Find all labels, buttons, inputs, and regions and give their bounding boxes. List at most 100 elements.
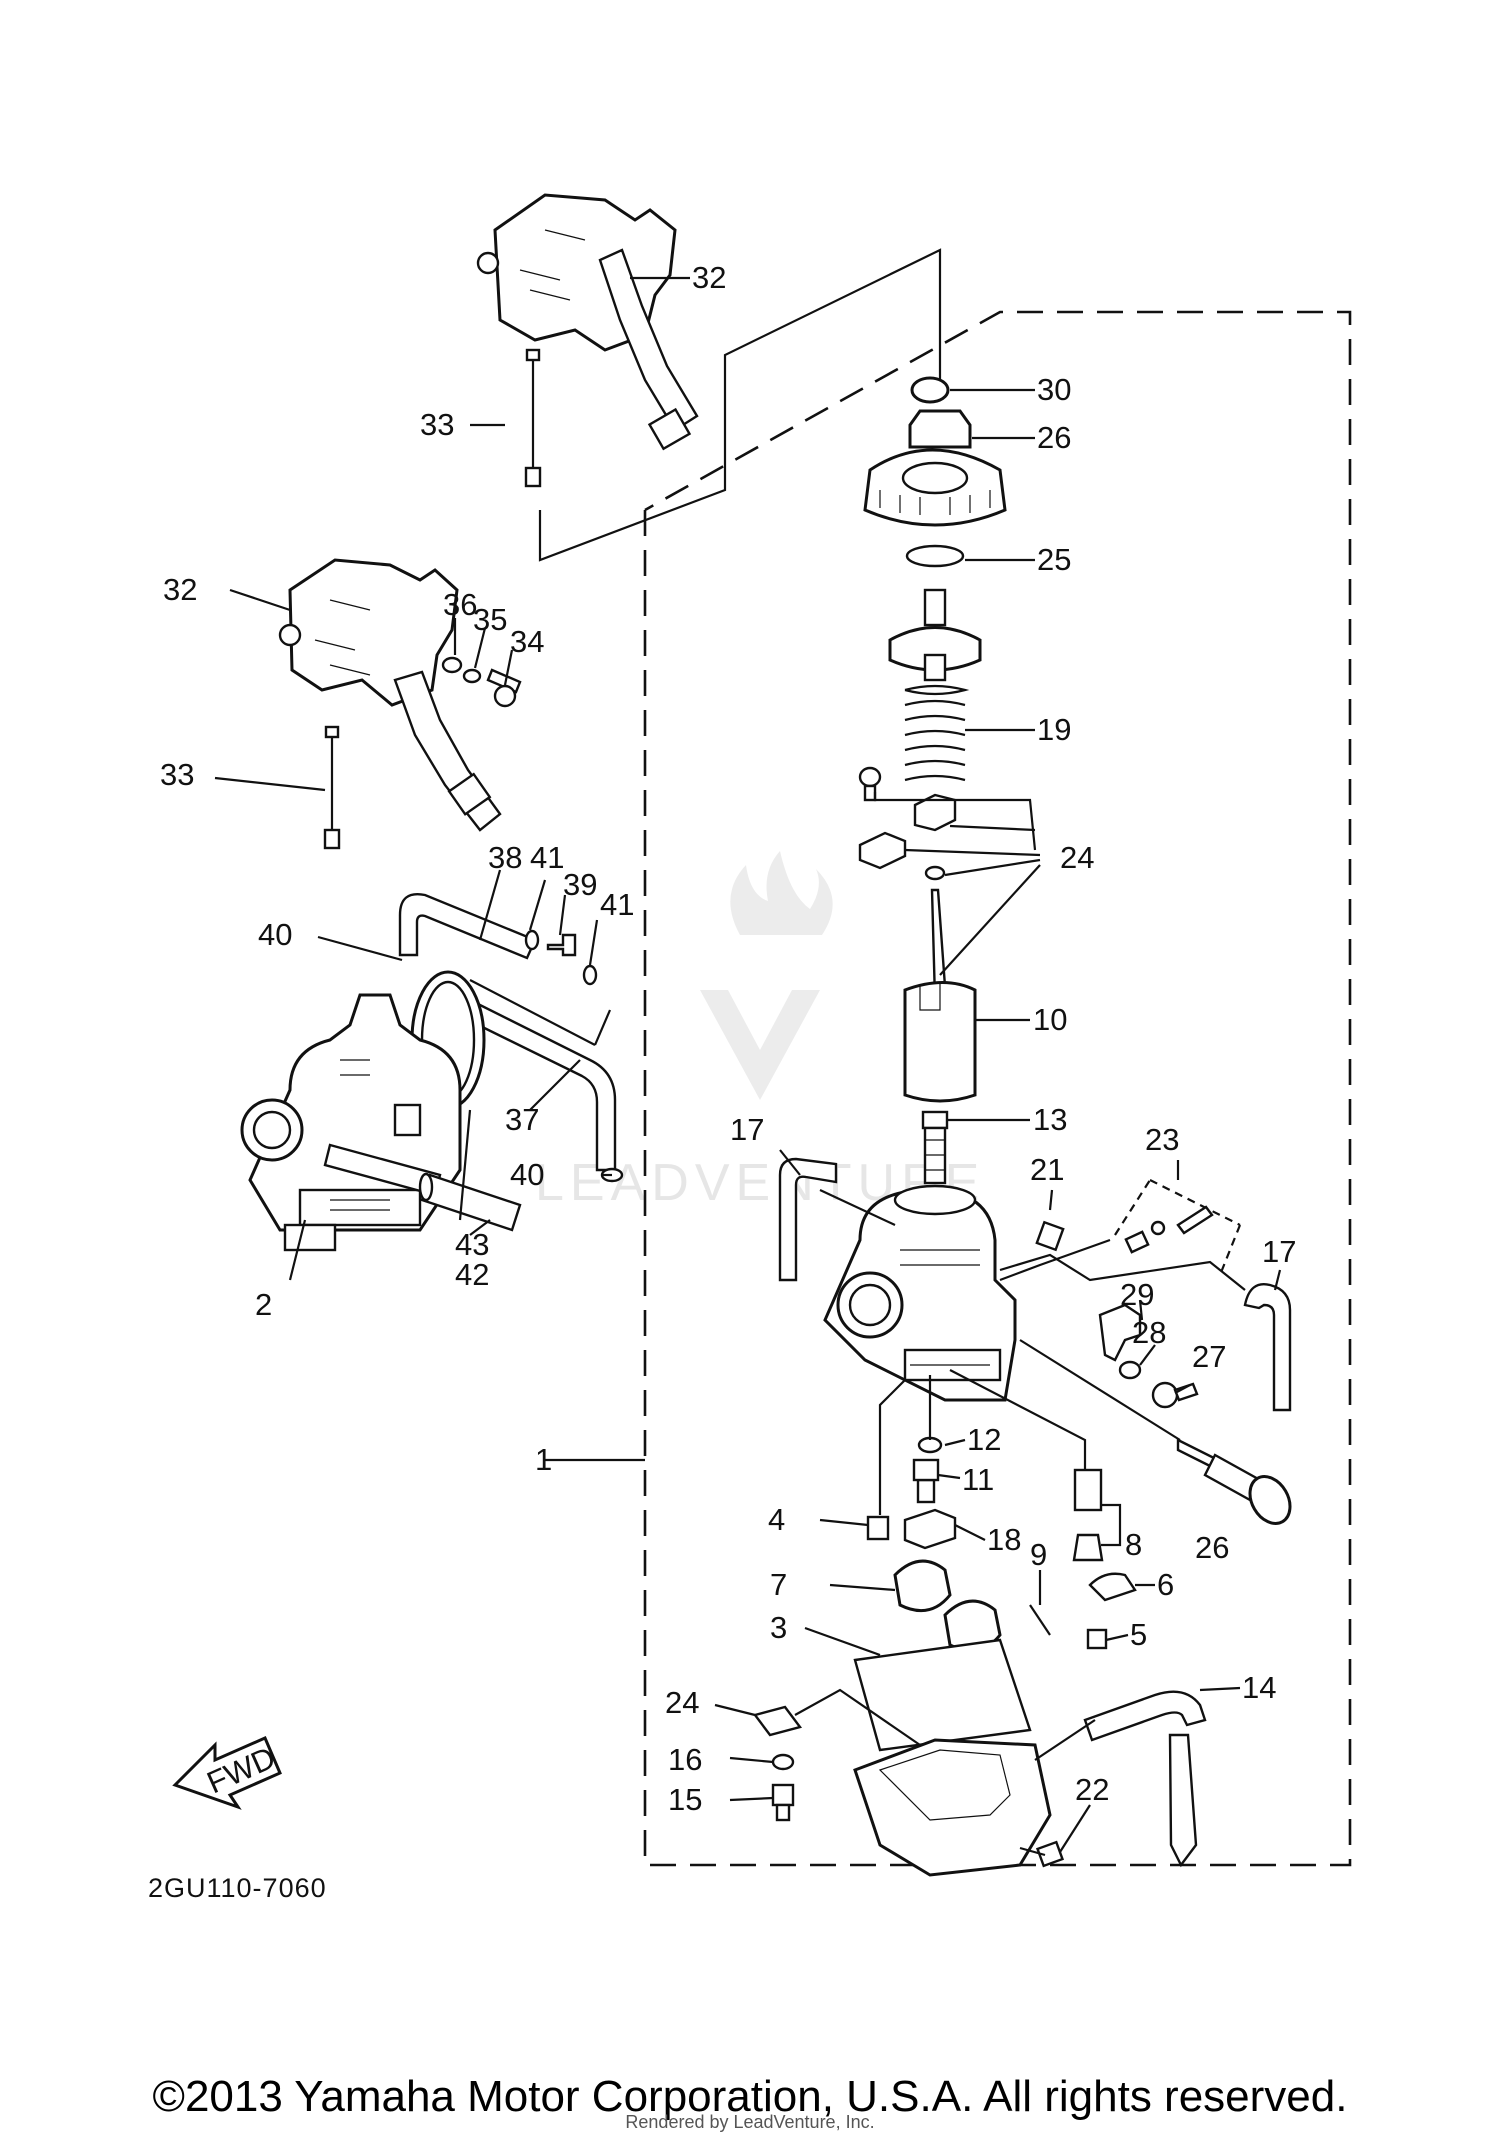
- leader-line: [593, 1009, 612, 1046]
- float-7: [893, 1559, 1002, 1653]
- callout-labels: 32 33 32 36 35 34 33 38 41 39 41 40 37 4…: [160, 260, 1296, 1817]
- callout-33-lower: 33: [160, 757, 194, 792]
- diagram-code: 2GU110-7060: [148, 1873, 327, 1903]
- float-bowl: [853, 1738, 1052, 1877]
- starter-plunger-25: [1176, 1438, 1292, 1525]
- callout-21: 22: [1075, 1772, 1109, 1807]
- callout-24: 24: [665, 1685, 699, 1720]
- plug-20: [1035, 1220, 1065, 1252]
- gasket-3: [853, 1638, 1032, 1752]
- holder-18: [903, 1508, 957, 1550]
- callout-43: 43: [455, 1227, 489, 1262]
- callout-27: 26: [1037, 420, 1071, 455]
- washer-31: [910, 376, 950, 404]
- washer-12: [917, 1436, 943, 1454]
- assembly-outline: [643, 310, 1352, 1867]
- callout-4: 4: [768, 1502, 785, 1537]
- callout-20: 21: [1030, 1152, 1064, 1187]
- callout-14: 14: [1242, 1670, 1276, 1705]
- callout-7: 7: [770, 1567, 787, 1602]
- callout-33-upper: 33: [420, 407, 454, 442]
- callout-32-lower: 32: [163, 572, 197, 607]
- callout-18: 18: [987, 1522, 1021, 1557]
- valve-holder: [888, 588, 982, 682]
- pilot-screw-set-22: [1114, 1179, 1242, 1276]
- callout-17-right: 17: [1262, 1234, 1296, 1269]
- callout-9: 9: [1030, 1537, 1047, 1572]
- hose-38: [398, 893, 537, 960]
- hose-14-tube: [1168, 1733, 1198, 1868]
- carburetor-body: [823, 1184, 1017, 1402]
- plate-6: [1088, 1572, 1137, 1602]
- screw-set-34-36: [441, 656, 522, 708]
- callout-34: 34: [510, 624, 544, 659]
- tube-42-end: [418, 1172, 434, 1202]
- copyright-notice: ©2013 Yamaha Motor Corporation, U.S.A. A…: [152, 2072, 1348, 2121]
- callout-19: 19: [1037, 712, 1071, 747]
- callout-38: 38: [488, 840, 522, 875]
- carburetor-assembly-2: [240, 993, 462, 1252]
- screw-5: [1086, 1628, 1108, 1650]
- hose-14: [1083, 1690, 1207, 1742]
- hose-17-left: [778, 1157, 838, 1282]
- washer-29: [1118, 1360, 1142, 1380]
- callout-11: 11: [962, 1462, 994, 1497]
- hose-17-right: [1243, 1283, 1292, 1412]
- needle-jet-13: [921, 1110, 949, 1185]
- main-jet-8: [1072, 1468, 1104, 1562]
- throttle-housing-lower: [278, 558, 502, 832]
- callout-23: 24: [1060, 840, 1094, 875]
- callout-12: 12: [967, 1422, 1001, 1457]
- callout-17-left: 17: [730, 1112, 764, 1147]
- plate-24: [752, 1705, 803, 1737]
- callout-16: 16: [668, 1742, 702, 1777]
- callout-8: 8: [1125, 1527, 1142, 1562]
- callout-35: 35: [473, 602, 507, 637]
- leader-lines: [214, 248, 1282, 1857]
- callout-2: 2: [255, 1287, 272, 1322]
- callout-31: 30: [1037, 372, 1071, 407]
- screw-28: [1151, 1381, 1199, 1409]
- callout-30: 29: [1120, 1277, 1154, 1312]
- washer-16: [771, 1753, 795, 1771]
- callout-13: 13: [1033, 1102, 1067, 1137]
- callout-26: 25: [1037, 542, 1071, 577]
- callout-25: 26: [1195, 1530, 1229, 1565]
- throttle-housing-upper: [476, 193, 699, 451]
- callout-40-upper: 40: [258, 917, 292, 952]
- cap-27: [908, 409, 972, 449]
- top-cover: [863, 448, 1007, 527]
- callout-41-b: 41: [600, 887, 634, 922]
- callout-42: 42: [455, 1257, 489, 1292]
- cable-end-upper: [524, 348, 542, 488]
- tube-42: [420, 1173, 522, 1232]
- callout-15: 15: [668, 1782, 702, 1817]
- callout-37: 37: [505, 1102, 539, 1137]
- callout-39: 39: [563, 867, 597, 902]
- callout-41-a: 41: [530, 840, 564, 875]
- leader-line: [469, 979, 596, 1046]
- screw-21: [1035, 1840, 1065, 1868]
- jet-11: [912, 1458, 940, 1504]
- fwd-arrow-icon: FWD: [172, 1736, 282, 1810]
- spring-19: [904, 684, 970, 782]
- cable-end-lower: [323, 725, 341, 850]
- callout-5: 5: [1130, 1617, 1147, 1652]
- throttle-slide-10: [903, 981, 977, 1103]
- callout-36: 36: [443, 587, 477, 622]
- o-ring-26: [905, 544, 965, 568]
- callout-1: 1: [535, 1442, 552, 1477]
- callout-40-lower: 40: [510, 1157, 544, 1192]
- screw-15: [771, 1783, 795, 1822]
- clip-30: [1098, 1303, 1142, 1362]
- callout-3: 3: [770, 1610, 787, 1645]
- callout-6: 6: [1157, 1567, 1174, 1602]
- hose-37: [462, 998, 617, 1172]
- needle-set-23: [858, 766, 957, 1002]
- callout-29: 28: [1132, 1315, 1166, 1350]
- callout-28: 27: [1192, 1339, 1226, 1374]
- pin-9: [1029, 1604, 1051, 1636]
- rendered-by-notice: Rendered by LeadVenture, Inc.: [625, 2112, 875, 2132]
- jet-4: [866, 1515, 890, 1541]
